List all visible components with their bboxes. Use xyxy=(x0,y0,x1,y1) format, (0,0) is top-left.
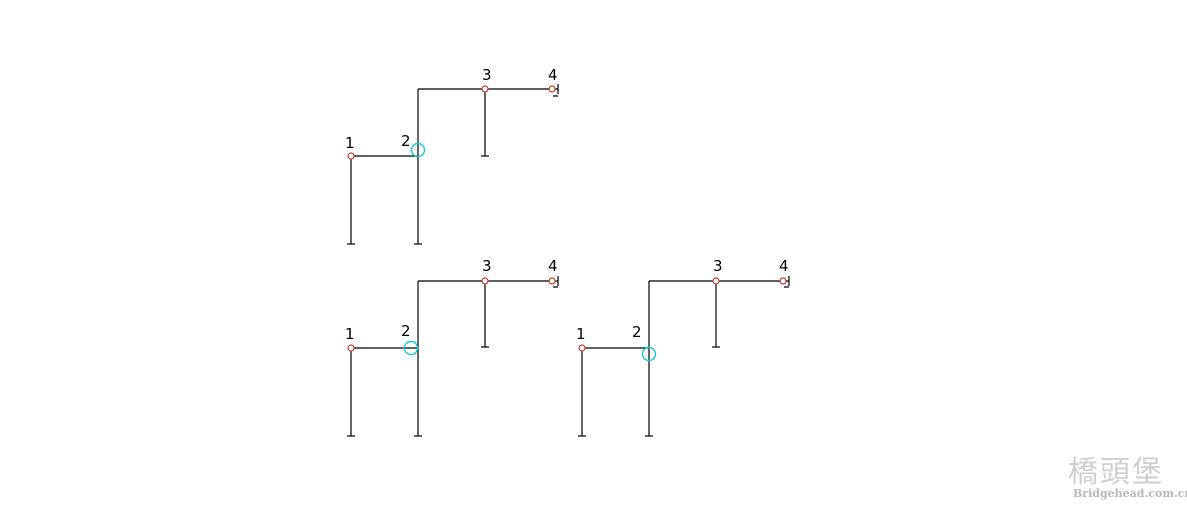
hinge-node-2 xyxy=(410,142,426,158)
node-4 xyxy=(548,277,556,285)
end-support-4 xyxy=(784,276,790,288)
node-label-4: 4 xyxy=(779,257,789,275)
node-label-3: 3 xyxy=(482,257,492,275)
node-1 xyxy=(347,344,355,352)
node-label-4: 4 xyxy=(548,66,558,84)
node-label-1: 1 xyxy=(345,134,355,152)
frame-diagram-3: 1 2 3 4 xyxy=(576,257,790,437)
hinge-node-2 xyxy=(403,340,419,356)
hinge-node-2 xyxy=(641,346,657,362)
end-support-4 xyxy=(553,84,559,97)
node-label-1: 1 xyxy=(345,325,355,343)
node-label-1: 1 xyxy=(576,325,586,343)
node-label-3: 3 xyxy=(713,257,723,275)
node-3 xyxy=(481,277,489,285)
node-4 xyxy=(779,277,787,285)
frame-diagram-2: 1 2 3 4 xyxy=(345,257,559,437)
watermark-chinese-text: 橋頭堡 xyxy=(1068,455,1164,490)
node-label-4: 4 xyxy=(548,257,558,275)
watermark-url-text: Bridgehead.com.cn xyxy=(1073,487,1187,500)
node-1 xyxy=(578,344,586,352)
watermark: 橋頭堡 Bridgehead.com.cn xyxy=(1068,455,1187,500)
node-label-2: 2 xyxy=(401,322,411,340)
node-4 xyxy=(548,85,556,93)
node-label-2: 2 xyxy=(632,323,642,341)
node-3 xyxy=(481,85,489,93)
node-label-3: 3 xyxy=(482,66,492,84)
node-3 xyxy=(712,277,720,285)
node-label-2: 2 xyxy=(401,132,411,150)
node-1 xyxy=(347,152,355,160)
frame-diagram-1: 1 2 3 4 xyxy=(345,66,559,245)
end-support-4 xyxy=(553,276,559,288)
